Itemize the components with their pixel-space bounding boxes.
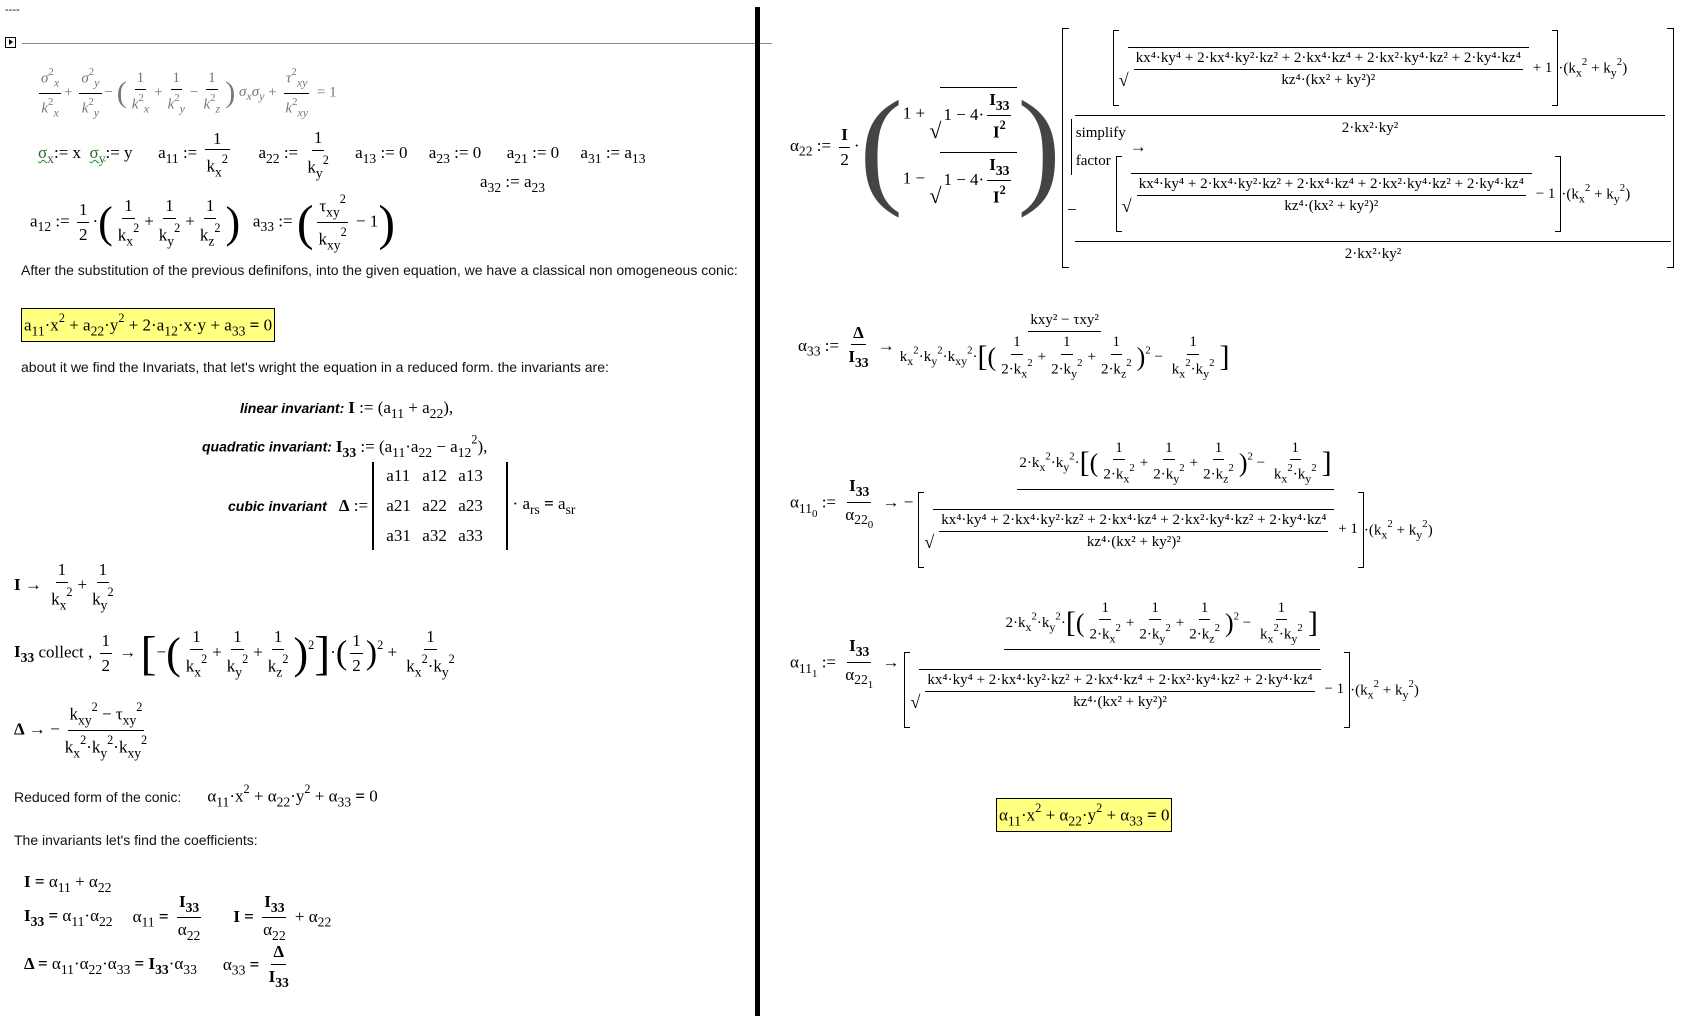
page-divider [755,7,760,1016]
keyword-simplify: simplify [1075,125,1126,141]
alpha22-plus-branch: √ kx⁴·ky⁴ + 2·kx⁴·ky²·kz² + 2·kx⁴·kz⁴ + … [1075,30,1665,137]
quadratic-invariant: quadratic invariant: I33 := (a11·a22 − a… [202,432,488,460]
paragraph-invariants: about it we find the Invariats, that let… [21,359,609,375]
linear-invariant: linear invariant: I := (a11 + a22), [240,398,454,421]
reduced-form-row: Reduced form of the conic: α11·x2 + α22·… [14,782,378,810]
sigma-x-symbol: σx [38,143,54,166]
paragraph-substitution: After the substitution of the previous d… [21,262,738,278]
final-reduced-equation: α11·x2 + α22·y2 + α33 = 0 [996,798,1173,833]
region-dashes: ---- [5,4,20,16]
relation-1: I = α11 + α22 [24,872,112,895]
alpha22-result-vector: √ kx⁴·ky⁴ + 2·kx⁴·ky²·kz² + 2·kx⁴·kz⁴ + … [1062,28,1674,268]
paragraph-coefficients: The invariants let's find the coefficien… [14,832,258,848]
conic-general-equation: a11·x2 + a22·y2 + 2·a12·x·y + a33 = 0 [21,308,276,343]
sigma-y-symbol: σy [89,143,106,166]
keyword-factor: factor [1075,153,1111,169]
a32-definition: a32 := a23 [480,172,546,195]
alpha22-minus-branch: √ kx⁴·ky⁴ + 2·kx⁴·ky²·kz² + 2·kx⁴·kz⁴ + … [1075,156,1671,263]
region-rule-line [22,43,772,44]
region-collapse-toggle[interactable] [5,37,16,48]
